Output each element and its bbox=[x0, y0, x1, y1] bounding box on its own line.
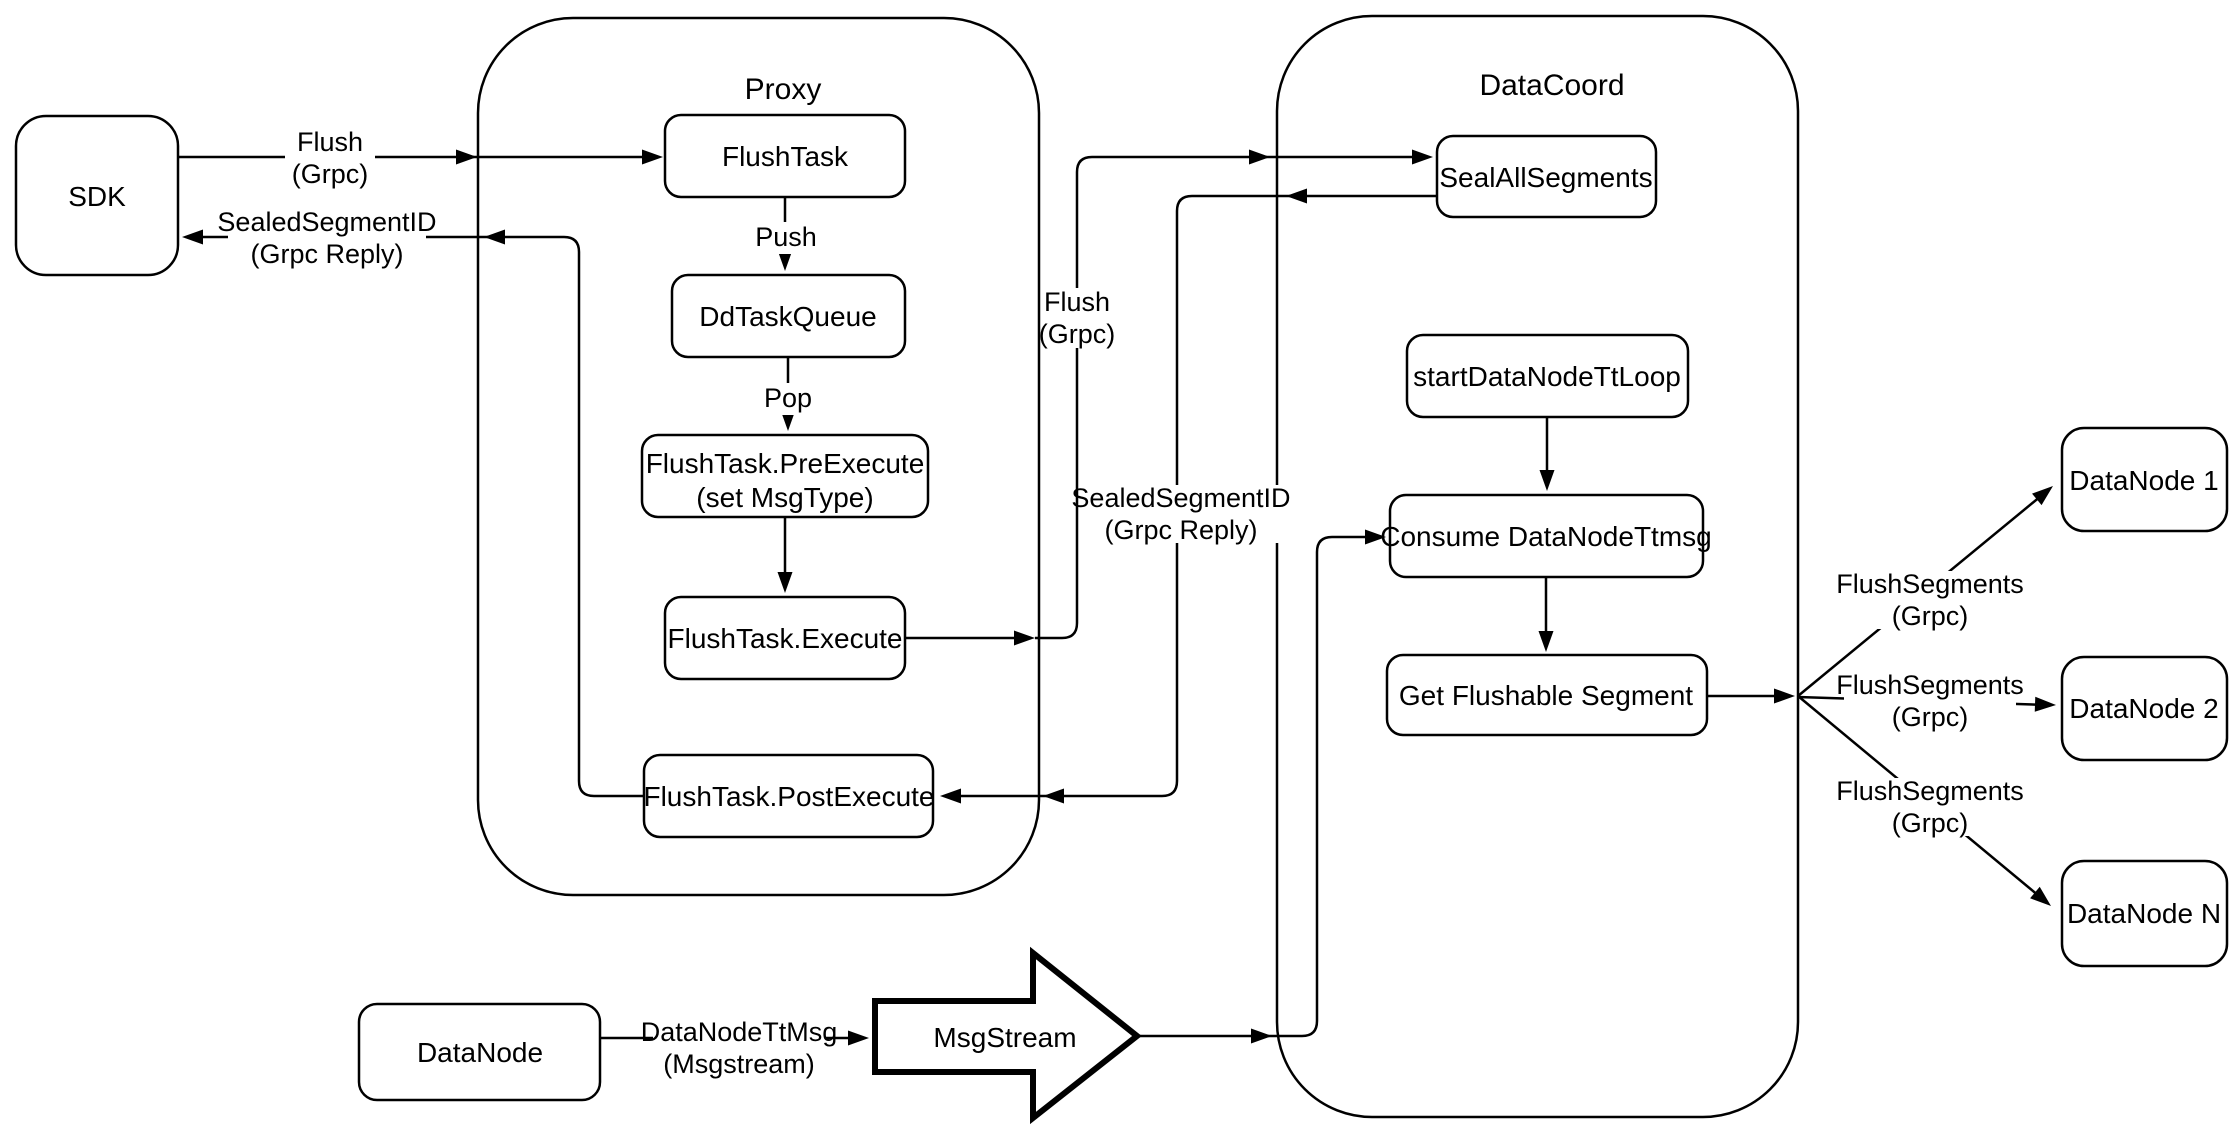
node-execute-label: FlushTask.Execute bbox=[668, 623, 903, 654]
proxy-title: Proxy bbox=[745, 73, 822, 106]
arrowhead bbox=[1014, 630, 1035, 646]
edge-label-sealedsegmentid-datacoord-line1: SealedSegmentID bbox=[1071, 483, 1290, 513]
node-datanoden-label: DataNode N bbox=[2067, 898, 2221, 929]
edge-label-flushsegments2-line2: (Grpc) bbox=[1892, 702, 1969, 732]
node-datanode2-label: DataNode 2 bbox=[2069, 693, 2218, 724]
label-bg bbox=[1844, 571, 2016, 629]
node-flushtask-box bbox=[663, 113, 907, 199]
arrowhead bbox=[1286, 188, 1307, 204]
arrowhead bbox=[1251, 1028, 1272, 1044]
label-bg bbox=[1844, 778, 2016, 836]
node-getflushablesegment-label: Get Flushable Segment bbox=[1399, 680, 1693, 711]
arrowhead bbox=[2032, 486, 2053, 506]
edge-label-sealedsegmentid-sdk-line2: (Grpc Reply) bbox=[250, 239, 403, 269]
arrowhead bbox=[642, 149, 663, 165]
node-datanode1-label: DataNode 1 bbox=[2069, 465, 2218, 496]
arrowhead bbox=[2034, 696, 2056, 712]
arrowhead bbox=[1365, 529, 1386, 545]
edge-label-flush-grpc-sdk-line1: Flush bbox=[297, 127, 363, 157]
edge-label-sealedsegmentid-sdk-line1: SealedSegmentID bbox=[217, 207, 436, 237]
arrowhead bbox=[1538, 631, 1554, 652]
edge-msgstream-consume bbox=[1137, 535, 1379, 1038]
label-bg bbox=[762, 383, 814, 415]
node-datanode-label: DataNode bbox=[417, 1037, 543, 1068]
node-postexecute-label: FlushTask.PostExecute bbox=[643, 781, 934, 812]
node-preexecute-label-line1: FlushTask.PreExecute bbox=[646, 448, 925, 479]
node-ddtaskqueue-label: DdTaskQueue bbox=[699, 301, 876, 332]
node-msgstream-arrow-shape bbox=[872, 946, 1142, 1125]
label-bg bbox=[758, 222, 814, 254]
label-bg bbox=[1042, 288, 1112, 348]
arrowhead bbox=[777, 572, 793, 593]
node-getflushablesegment-box bbox=[1385, 653, 1709, 737]
arrowhead bbox=[456, 149, 477, 165]
node-ddtaskqueue-box bbox=[670, 273, 907, 359]
label-bg bbox=[228, 209, 426, 267]
edge-postexecute-to-sdk bbox=[188, 235, 644, 798]
edge-label-flushsegments1-line1: FlushSegments bbox=[1836, 569, 2024, 599]
edge-label-flushsegments1-line2: (Grpc) bbox=[1892, 601, 1969, 631]
edge-label-datanodettmsg-line2: (Msgstream) bbox=[663, 1049, 815, 1079]
label-bg bbox=[653, 1014, 825, 1078]
edge-label-flush-grpc-datacoord-line1: Flush bbox=[1044, 287, 1110, 317]
arrowhead bbox=[1539, 470, 1555, 491]
arrowhead bbox=[1249, 149, 1270, 165]
arrowhead bbox=[2030, 886, 2051, 906]
node-postexecute-box bbox=[642, 753, 935, 839]
edge-label-datanodettmsg-line1: DataNodeTtMsg bbox=[641, 1017, 838, 1047]
node-sdk-box bbox=[14, 114, 180, 277]
node-datanode2-box bbox=[2060, 655, 2229, 762]
node-flushtask-label: FlushTask bbox=[722, 141, 849, 172]
arrowhead bbox=[848, 1030, 869, 1046]
node-startdatanodettloop-box bbox=[1405, 333, 1690, 419]
edge-flush-to-sealallsegments bbox=[1035, 155, 1427, 640]
node-preexecute-label-line2: (set MsgType) bbox=[696, 482, 873, 513]
datacoord-title: DataCoord bbox=[1479, 69, 1624, 102]
edge-label-flushsegments3-line1: FlushSegments bbox=[1836, 776, 2024, 806]
arrowhead bbox=[940, 788, 961, 804]
arrowhead bbox=[1412, 149, 1433, 165]
arrowhead bbox=[1774, 688, 1795, 704]
edge-label-flushsegments3-line2: (Grpc) bbox=[1892, 808, 1969, 838]
node-preexecute-box bbox=[640, 433, 930, 519]
label-bg bbox=[1844, 672, 2016, 730]
label-bg bbox=[1081, 485, 1281, 543]
node-datanode1-box bbox=[2060, 426, 2229, 533]
node-sealallsegments-box bbox=[1435, 134, 1658, 219]
node-msgstream-label: MsgStream bbox=[933, 1022, 1076, 1053]
node-consumedatanodettmsg-box bbox=[1388, 493, 1705, 579]
edge-label-flush-grpc-datacoord-line2: (Grpc) bbox=[1039, 319, 1116, 349]
arrowhead bbox=[1043, 788, 1064, 804]
edge-label-flush-grpc-sdk-line2: (Grpc) bbox=[292, 159, 369, 189]
node-sealallsegments-label: SealAllSegments bbox=[1439, 162, 1652, 193]
node-datanode-box bbox=[357, 1002, 602, 1102]
arrowhead bbox=[182, 229, 203, 245]
node-consumedatanodettmsg-label: Consume DataNodeTtmsg bbox=[1380, 521, 1711, 552]
edge-label-pop: Pop bbox=[764, 383, 812, 413]
edge-label-flushsegments2-line1: FlushSegments bbox=[1836, 670, 2024, 700]
label-bg bbox=[285, 128, 375, 188]
edge-label-sealedsegmentid-datacoord-line2: (Grpc Reply) bbox=[1104, 515, 1257, 545]
node-startdatanodettloop-label: startDataNodeTtLoop bbox=[1413, 361, 1681, 392]
node-sdk-label: SDK bbox=[68, 181, 126, 212]
arrowhead bbox=[484, 229, 505, 245]
node-execute-box bbox=[663, 595, 907, 681]
arrowhead bbox=[777, 250, 793, 271]
edge-label-push: Push bbox=[755, 222, 817, 252]
arrowhead bbox=[780, 410, 796, 431]
node-datanoden-box bbox=[2060, 859, 2229, 968]
